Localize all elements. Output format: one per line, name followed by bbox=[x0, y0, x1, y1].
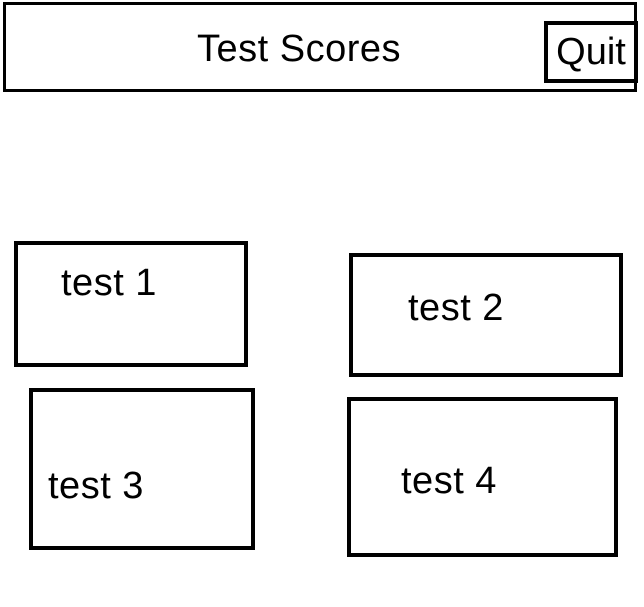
test-card-label: test 3 bbox=[48, 465, 144, 507]
app-header: Test Scores Quit bbox=[3, 2, 638, 92]
test-card-4[interactable]: test 4 bbox=[347, 397, 618, 557]
test-card-label: test 2 bbox=[408, 287, 504, 329]
test-card-2[interactable]: test 2 bbox=[349, 253, 623, 377]
test-card-label: test 1 bbox=[61, 262, 157, 304]
test-card-3[interactable]: test 3 bbox=[29, 388, 255, 550]
page-title: Test Scores bbox=[196, 28, 402, 70]
test-card-label: test 4 bbox=[401, 460, 497, 502]
quit-button[interactable]: Quit bbox=[544, 21, 638, 83]
test-card-1[interactable]: test 1 bbox=[14, 241, 248, 367]
